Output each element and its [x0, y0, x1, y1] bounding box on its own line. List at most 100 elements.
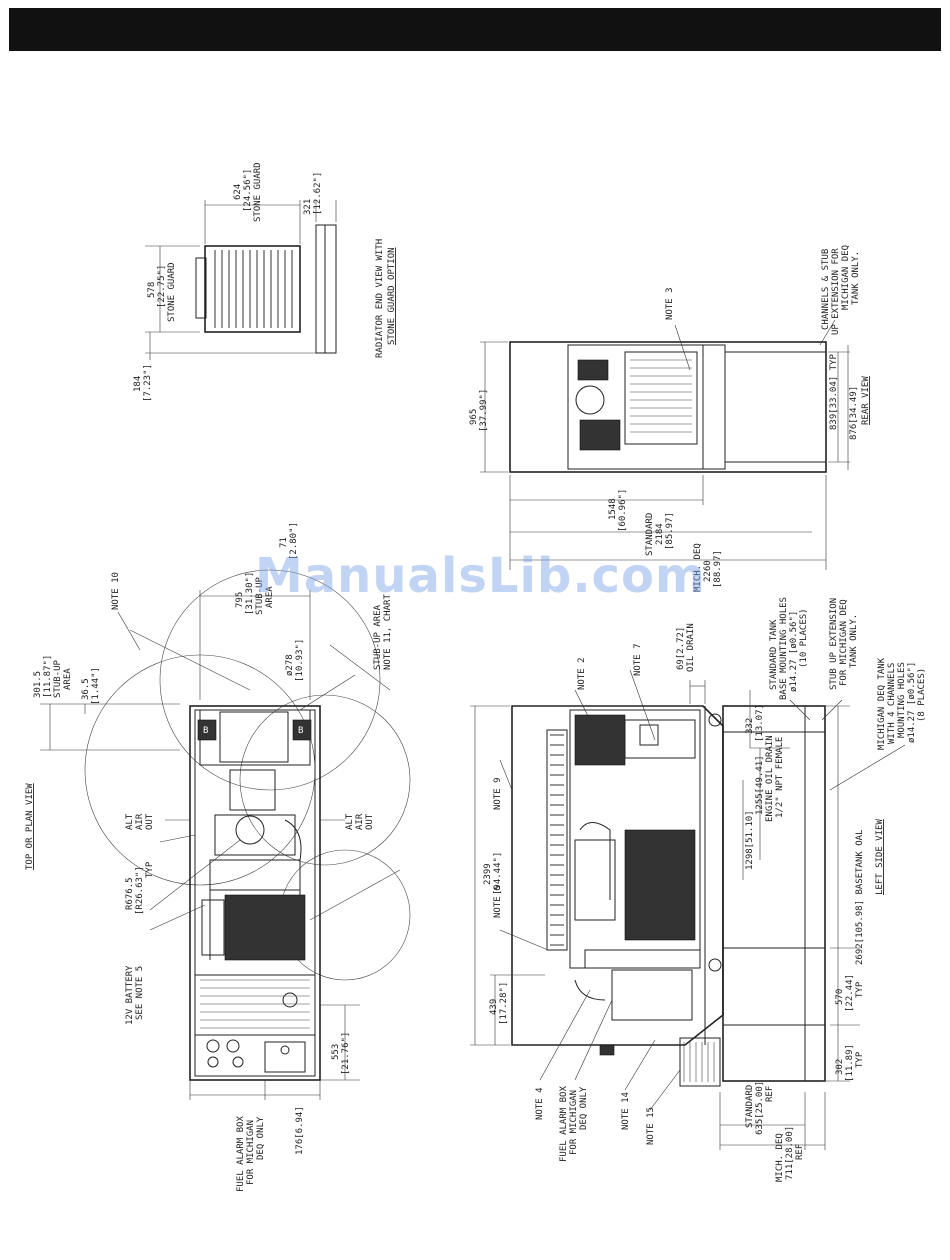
side-note4: NOTE 4	[535, 1087, 545, 1120]
plan-alt-air-left-3: OUT	[145, 813, 155, 830]
plan-dim36-1: 36.5	[81, 678, 91, 700]
side-dim302-2: [11.89]	[845, 1044, 855, 1082]
plan-radius-2: [R26.63"]	[135, 866, 145, 915]
side-tank-holes-1: STANDARD TANK	[769, 619, 779, 690]
rear-std-2: 2184	[655, 523, 665, 545]
side-dim1255-3: 1/2" NPT FEMALE	[775, 737, 785, 818]
plan-view-title: TOP OR PLAN VIEW	[25, 783, 35, 870]
plan-dim176: 176[6.94]	[295, 1106, 305, 1155]
side-note15: NOTE 15	[646, 1107, 656, 1145]
plan-fuel-alarm-2: FOR MICHIGAN	[246, 1120, 256, 1185]
watermark: ManualsLib.com	[255, 548, 706, 604]
rear-channels-2: UP EXTENSION FOR	[831, 248, 841, 335]
side-fuel-alarm-2: FOR MICHIGAN	[569, 1090, 579, 1155]
plan-dim71-1: 71	[279, 537, 289, 548]
rear-mich-1: MICH. DEQ	[693, 543, 703, 592]
side-note6: NOTE 6	[493, 885, 503, 918]
rad-dim321-2: [12.62"]	[313, 172, 323, 215]
side-dim332-2: [13.07]	[755, 704, 765, 742]
side-dim439-2: [17.28"]	[499, 982, 509, 1025]
side-std-ref-2: 635[25.00]	[755, 1081, 765, 1135]
side-dim2692: 2692[105.98] BASETANK OAL	[855, 830, 865, 965]
plan-dim553-2: [21.76"]	[341, 1032, 351, 1075]
rear-dim876: 876[34.49]	[849, 386, 859, 440]
rad-dim578-2: [22.75"]	[157, 265, 167, 308]
side-note2: NOTE 2	[577, 657, 587, 690]
side-dim439-1: 439	[489, 999, 499, 1015]
side-dim570-3: TYP	[855, 981, 865, 998]
enclosure-outline	[189, 705, 321, 1081]
side-stub-ext-2: FOR MICHIGAN DEQ	[839, 599, 849, 686]
plan-alt-air-left-2: AIR	[135, 813, 145, 830]
enclosure-end	[315, 224, 337, 354]
rear-note3: NOTE 3	[665, 287, 675, 320]
plan-dim36-2: [1.44"]	[91, 667, 101, 705]
plan-stub-chart-1: STUB-UP AREA	[373, 604, 383, 670]
plan-view: B B	[25, 522, 411, 1192]
side-dim2399-1: 2399	[483, 863, 493, 885]
plan-stub-chart-2: NOTE 11, CHART	[383, 594, 393, 670]
plan-dim795-1: 795	[235, 592, 245, 608]
rear-mich-3: [88.97]	[713, 550, 723, 588]
side-mich-ref-2: 711[28.00]	[785, 1126, 795, 1180]
plan-battery-2: SEE NOTE 5	[135, 966, 145, 1020]
side-dim1255-2: ENGINE OIL DRAIN	[765, 735, 775, 822]
plan-dim795-2: [31.30"]	[245, 572, 255, 615]
plan-dim278-1: ø278	[285, 654, 295, 676]
swing-circle	[239, 694, 411, 866]
rear-std-3: [85.97]	[665, 512, 675, 550]
side-mich-ref-1: MICH. DEQ	[775, 1133, 785, 1182]
radiator-end-view: 624 [24.56"] STONE GUARD 321 [12.62"] 57…	[133, 162, 397, 402]
side-fuel-alarm-1: FUEL ALARM BOX	[559, 1086, 569, 1162]
rear-view-title: REAR VIEW	[861, 376, 871, 425]
side-dim570-2: [22.44]	[845, 974, 855, 1012]
side-mich-tank-4: ø14.27 [ø0.56"]	[907, 662, 917, 743]
side-dim302-3: TYP	[855, 1051, 865, 1068]
plan-battery-1: 12V BATTERY	[125, 965, 135, 1025]
plan-radius-1: R676.5	[125, 877, 135, 910]
side-oil-2: OIL DRAIN	[686, 623, 696, 672]
plan-dim553-1: 553	[331, 1044, 341, 1060]
plan-alt-air-right-3: OUT	[365, 813, 375, 830]
header-bar	[9, 8, 941, 51]
side-std-ref-3: REF	[765, 1086, 775, 1102]
rear-dim965-1: 965	[469, 409, 479, 425]
rear-dim839: 839[33.04] TYP	[829, 354, 839, 430]
side-dim302-1: 302	[835, 1059, 845, 1075]
plan-fuel-alarm-3: DEQ ONLY	[256, 1116, 266, 1160]
rear-channels-3: MICHIGAN DEQ	[841, 245, 851, 310]
plan-alt-air-right-1: ALT	[345, 813, 355, 830]
plan-marker-b: B	[298, 726, 303, 736]
plan-alt-air-left-1: ALT	[125, 813, 135, 830]
rear-dim1548-2: [60.96"]	[618, 489, 628, 532]
side-note14: NOTE 14	[621, 1092, 631, 1130]
rear-mich-2: 2260	[703, 560, 713, 582]
side-dim2399-2: [94.44"]	[493, 852, 503, 895]
rad-dim624-3: STONE GUARD	[253, 162, 263, 222]
side-dim570-1: 570	[835, 989, 845, 1005]
side-tank-holes-2: BASE MOUNTING HOLES	[779, 597, 789, 700]
side-stub-ext-1: STUB UP EXTENSION	[829, 598, 839, 690]
plan-dim278-2: [10.93"]	[295, 639, 305, 682]
plan-radius-3: TYP	[145, 861, 155, 878]
side-view-title: LEFT SIDE VIEW	[875, 819, 885, 895]
plan-dim71-2: [2.80"]	[289, 522, 299, 560]
stone-guard	[204, 245, 301, 333]
rad-dim321-1: 321	[303, 199, 313, 215]
side-stub-ext-3: TANK ONLY.	[849, 614, 859, 668]
plan-fuel-alarm-1: FUEL ALARM BOX	[236, 1116, 246, 1192]
side-mich-ref-3: REF	[795, 1144, 805, 1160]
plan-alt-air-right-2: AIR	[355, 813, 365, 830]
side-dim1255-1: 1255[49.41]	[755, 755, 765, 815]
side-mich-tank-1: MICHIGAN DEQ TANK	[877, 657, 887, 750]
rad-dim184-2: [7.23"]	[143, 364, 153, 402]
plan-stub-area-2: [11.87"]	[43, 655, 53, 698]
rad-dim624-1: 624	[233, 184, 243, 200]
plan-stub-area-4: AREA	[63, 668, 73, 690]
rear-view: 965 [37.99"] 1548 [60.96"] STANDARD 2184…	[469, 245, 871, 592]
left-side-view: NOTE 9 NOTE 2 NOTE 7 NOTE 6 NOTE 4 NOTE …	[470, 597, 927, 1182]
side-oil-1: 69[2.72]	[676, 627, 686, 670]
plan-note10: NOTE 10	[111, 572, 121, 610]
side-dim1298: 1298[51.10]	[745, 810, 755, 870]
